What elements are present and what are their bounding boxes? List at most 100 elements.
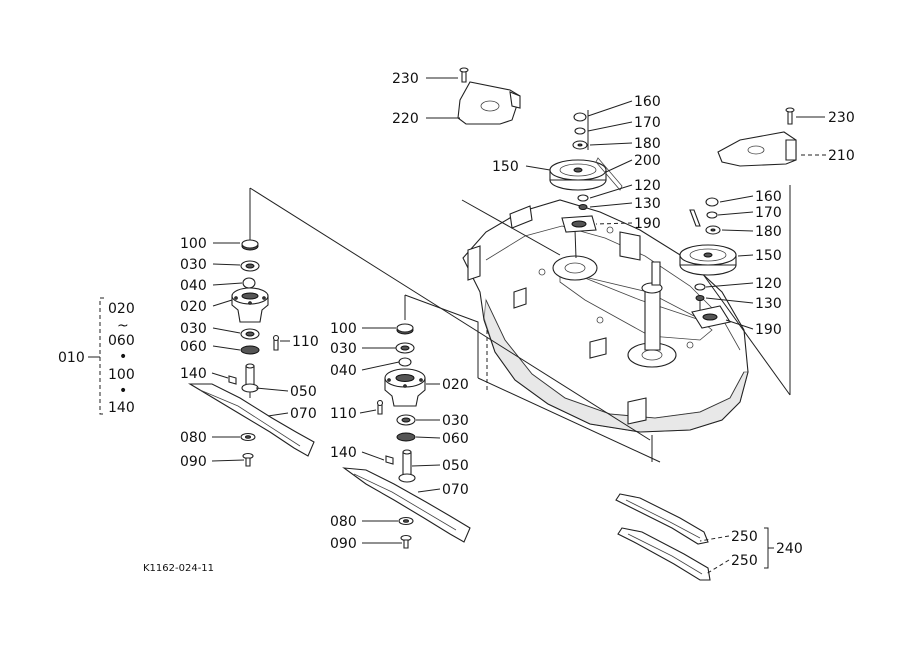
callout-100-mid: 100 [330,321,357,337]
callout-120-center: 120 [634,178,661,194]
group-item-tilde: ~ [117,318,129,334]
nut-160-center [573,112,587,122]
mower-deck [462,199,749,433]
pulley-150-right [679,244,737,276]
bearing-190-right [691,305,731,329]
seal-060-left [240,345,260,355]
group-item-140: 140 [108,400,135,416]
callout-250-upper: 250 [731,529,758,545]
callout-150-right: 150 [755,248,782,264]
bearing-030-mid-top [395,342,415,354]
left-spindle-assembly [188,239,315,467]
callout-030-left-bottom: 030 [180,321,207,337]
blade-070-mid [342,467,471,543]
washer-170-right [706,211,718,219]
callout-230-right: 230 [828,110,855,126]
callout-170-right: 170 [755,205,782,221]
callout-250-lower: 250 [731,553,758,569]
callout-080-mid: 080 [330,514,357,530]
callout-220: 220 [392,111,419,127]
callout-130-right: 130 [755,296,782,312]
group-010-legend: 010 020 ~ 060 • 100 • 140 [58,301,135,416]
spacer-120-center [577,194,589,202]
callout-040-mid: 040 [330,363,357,379]
assembly-leader-lines [249,110,791,463]
callout-170-center: 170 [634,115,661,131]
callout-230-top: 230 [392,71,419,87]
bolt-230-right [785,107,795,125]
grease-fitting-110-left [272,334,280,351]
spacer-120-right [694,283,706,291]
callout-160-center: 160 [634,94,661,110]
blade-250-lower [617,527,711,581]
group-010-label: 010 [58,350,85,366]
washer-170-center [574,127,586,135]
collar-040-mid [398,357,412,367]
callout-070-left: 070 [290,406,317,422]
group-item-020: 020 [108,301,135,317]
center-pulley-stack [457,67,623,233]
grease-fitting-110-mid [376,399,384,415]
callout-110-left: 110 [292,334,319,350]
callout-030-mid-top: 030 [330,341,357,357]
washer-080-mid [398,516,414,526]
shaft-050-mid [398,449,416,483]
callout-150-center: 150 [492,159,519,175]
spindle-housing-020-left [231,287,269,323]
washer-180-right [705,225,721,235]
callout-080-left: 080 [180,430,207,446]
belt-guide-200 [595,157,623,191]
bearing-190-center [561,215,597,233]
bolt-090-mid [400,534,412,549]
callout-120-right: 120 [755,276,782,292]
right-pulley-stack [679,107,797,329]
callout-040-left: 040 [180,278,207,294]
callout-180-center: 180 [634,136,661,152]
callout-240: 240 [776,541,803,557]
nut-100-left [241,239,259,251]
callout-100-left: 100 [180,236,207,252]
group-item-060: 060 [108,333,135,349]
callout-180-right: 180 [755,224,782,240]
bearing-030-mid-bottom [396,414,416,426]
callout-140-mid: 140 [330,445,357,461]
callout-leaders [88,77,826,575]
spindle-housing-020-mid [384,368,426,407]
nut-160-right [705,197,719,207]
callout-050-mid: 050 [442,458,469,474]
callout-labels: 230 220 160 170 180 150 200 120 130 190 … [180,71,855,569]
callout-210: 210 [828,148,855,164]
group-item-100: 100 [108,367,135,383]
reference-code: K1162-024-11 [143,563,214,574]
group-item-dot-1: • [119,349,127,365]
key-140-left [228,375,237,385]
bearing-030-left-top [240,260,260,272]
nut-100-mid [396,323,414,335]
bolt-090-left [242,452,254,467]
callout-130-center: 130 [634,196,661,212]
callout-110-mid: 110 [330,406,357,422]
group-item-dot-2: • [119,383,127,399]
callout-060-left: 060 [180,339,207,355]
washer-130-right [695,295,705,301]
washer-130-center [578,204,588,210]
collar-040-left [242,277,256,289]
seal-060-mid [396,432,416,442]
belt-cover-220 [457,81,521,125]
bearing-030-left-bottom [240,328,260,340]
callout-200: 200 [634,153,661,169]
belt-cover-210 [717,131,797,167]
callout-030-left-top: 030 [180,257,207,273]
bolt-230-top [459,67,469,83]
washer-080-left [240,432,256,442]
blade-070-left [188,383,315,457]
callout-160-right: 160 [755,189,782,205]
callout-190-right: 190 [755,322,782,338]
callout-020-mid: 020 [442,377,469,393]
spare-blades-240 [615,493,711,581]
callout-020-left: 020 [180,299,207,315]
callout-190-center: 190 [634,216,661,232]
pulley-150-center [549,159,607,191]
middle-spindle-assembly [342,323,471,549]
